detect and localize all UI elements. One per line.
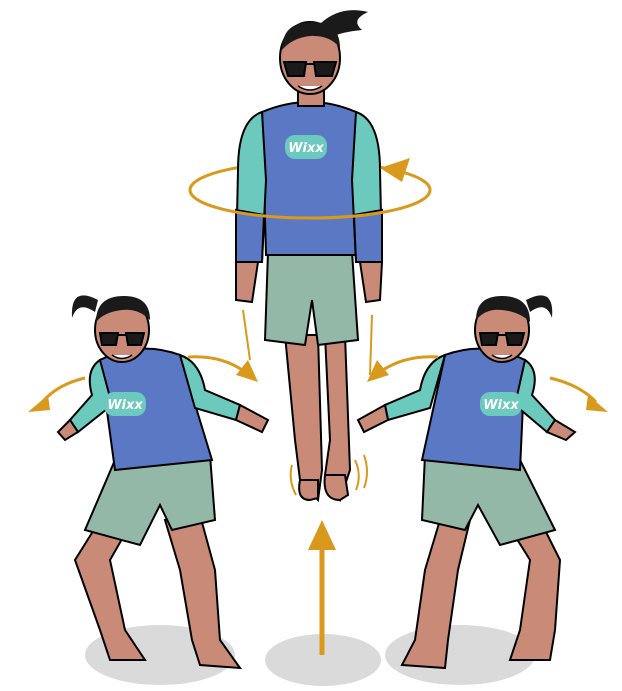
brand-logo-text: Wixx <box>107 398 143 413</box>
brand-logo: Wixx <box>104 392 146 416</box>
rotation-arrowhead-icon <box>380 158 410 182</box>
figure-center: Wixx <box>190 10 430 500</box>
figure-right: Wixx <box>358 295 608 668</box>
brand-logo: Wixx <box>480 392 522 416</box>
brand-logo-text: Wixx <box>483 398 519 413</box>
brand-logo-text: Wixx <box>288 141 324 156</box>
shorts <box>265 252 358 345</box>
brand-logo: Wixx <box>285 135 327 159</box>
rashguard <box>262 102 358 255</box>
figure-left: Wixx <box>28 295 268 668</box>
